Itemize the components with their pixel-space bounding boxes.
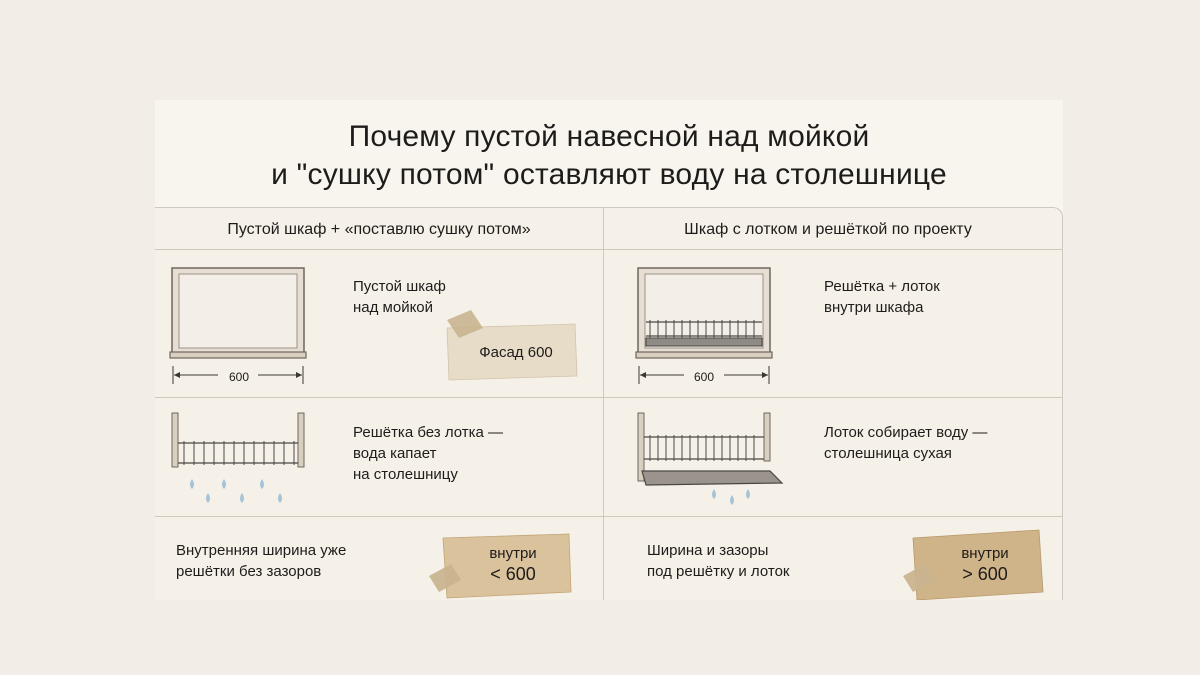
row1-right-text: Решётка + лоток внутри шкафа [824, 276, 940, 318]
dimension-label: 600 [693, 370, 715, 384]
rack-cabinet-illustration [635, 267, 773, 384]
infographic-card: Почему пустой навесной над мойкой и "суш… [155, 100, 1063, 600]
inside-more-kraft-tag [903, 529, 1044, 600]
dripping-rack-illustration [171, 412, 305, 503]
text-line: Лоток собирает воду — [824, 424, 988, 441]
text-line: под решётку и лоток [647, 563, 790, 580]
empty-cabinet-illustration [169, 267, 307, 384]
page-title: Почему пустой навесной над мойкой и "суш… [155, 118, 1063, 194]
title-line-1: Почему пустой навесной над мойкой [348, 120, 870, 153]
text-line: Решётка без лотка — [353, 424, 504, 441]
text-line: Решётка + лоток [824, 278, 940, 295]
title-line-2: и "сушку потом" оставляют воду на столеш… [271, 158, 947, 191]
comparison-table: Пустой шкаф + «поставлю сушку потом» Шка… [155, 207, 1063, 600]
tag-line: > 600 [962, 564, 1008, 584]
text-line: Пустой шкаф [353, 278, 446, 295]
text-line: столешница сухая [824, 445, 952, 462]
row3-left-text: Внутренняя ширина уже решётки без зазоро… [176, 540, 346, 582]
column-header-left: Пустой шкаф + «поставлю сушку потом» [227, 221, 531, 238]
header-divider [155, 249, 1062, 250]
facade-tag-label: Фасад 600 [479, 344, 553, 361]
column-divider [603, 208, 604, 600]
tag-line: внутри [489, 545, 537, 562]
dimension-label: 600 [228, 370, 250, 384]
text-line: внутри шкафа [824, 299, 924, 316]
column-header-right: Шкаф с лотком и решёткой по проекту [684, 221, 972, 238]
row2-left-text: Решётка без лотка — вода капает на столе… [353, 422, 503, 485]
text-line: Ширина и зазоры [647, 542, 769, 559]
tag-line: внутри [961, 545, 1009, 562]
row1-left-text: Пустой шкаф над мойкой [353, 276, 446, 318]
text-line: над мойкой [353, 299, 434, 316]
inside-more-tag-label: внутри > 600 [923, 541, 1047, 587]
text-line: решётки без зазоров [176, 563, 322, 580]
text-line: на столешницу [353, 466, 458, 483]
facade-paper-tag [446, 310, 578, 381]
rack-with-tray-illustration [637, 412, 784, 505]
tag-line: < 600 [490, 564, 536, 584]
row2-right-text: Лоток собирает воду — столешница сухая [824, 422, 987, 464]
inside-less-kraft-tag [429, 533, 572, 599]
row3-right-text: Ширина и зазоры под решётку и лоток [647, 540, 789, 582]
row-divider-2 [155, 516, 1062, 517]
text-line: вода капает [353, 445, 437, 462]
row-divider-1 [155, 397, 1062, 398]
text-line: Внутренняя ширина уже [176, 542, 347, 559]
inside-less-tag-label: внутри < 600 [451, 541, 575, 587]
